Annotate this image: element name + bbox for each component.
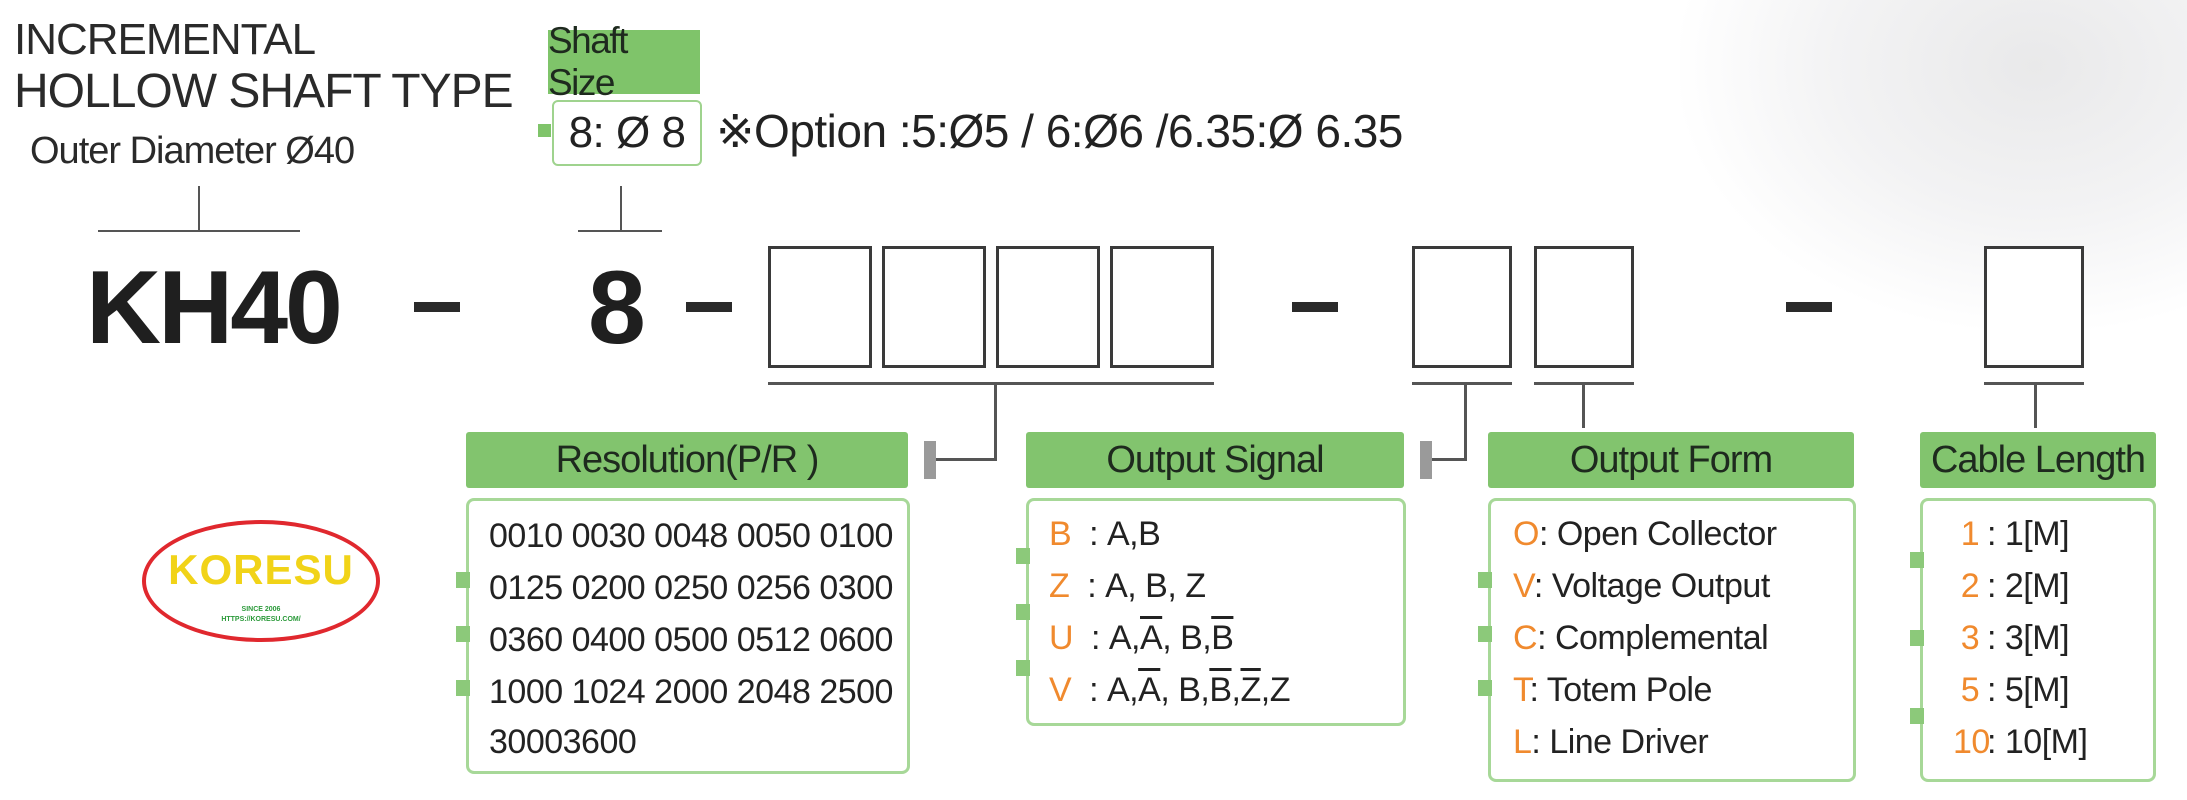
resolution-marker <box>456 572 470 588</box>
dash-1 <box>414 302 460 312</box>
model-shaft-code: 8 <box>588 250 646 366</box>
resolution-row: 0125 0200 0250 0256 0300 <box>489 569 893 607</box>
shaft-option-text: ※Option :5:Ø5 / 6:Ø6 /6.35:Ø 6.35 <box>716 105 1403 157</box>
cable-bracket <box>1984 382 2084 385</box>
dash-4 <box>1786 302 1832 312</box>
output-signal-header: Output Signal <box>1026 432 1404 488</box>
dash-2 <box>686 302 732 312</box>
signal-marker <box>1016 548 1030 564</box>
logo-since: SINCE 2006 <box>241 606 281 613</box>
resolution-bracket-stem <box>994 384 997 460</box>
resolution-marker <box>456 680 470 696</box>
logo-url: HTTPS://KORESU.COM/ <box>221 616 301 623</box>
resolution-row: 0010 0030 0048 0050 0100 <box>489 517 893 555</box>
signal-bracket-stem <box>1464 384 1467 460</box>
cable-length-box <box>1984 246 2084 368</box>
form-bracket <box>1534 382 1634 385</box>
output-signal-panel: B : A,B Z : A, B, Z U : A,A, B,B V : A,A… <box>1026 498 1406 726</box>
koresu-logo: KORESU SINCE 2006 HTTPS://KORESU.COM/ <box>142 520 380 642</box>
signal-bracket-foot <box>1432 458 1467 461</box>
cable-marker <box>1910 552 1924 568</box>
signal-row-z: Z : A, B, Z <box>1049 567 1206 605</box>
output-form-panel: O: Open Collector V: Voltage Output C: C… <box>1488 498 1856 782</box>
signal-row-u: U : A,A, B,B <box>1049 619 1234 657</box>
resolution-row: 30003600 <box>489 723 637 761</box>
resolution-bracket <box>768 382 1214 385</box>
title-line1: INCREMENTAL <box>14 15 316 64</box>
cable-marker <box>1910 708 1924 724</box>
shaft-marker <box>538 124 551 137</box>
cable-length-header: Cable Length <box>1920 432 2156 488</box>
output-form-header: Output Form <box>1488 432 1854 488</box>
series-connector-stem <box>198 186 200 232</box>
resolution-marker <box>456 626 470 642</box>
title-line3: Outer Diameter Ø40 <box>30 130 355 172</box>
cable-marker <box>1910 630 1924 646</box>
output-signal-box <box>1412 246 1512 368</box>
signal-row-b: B : A,B <box>1049 515 1161 553</box>
cable-row: 1: 1[M] <box>1960 515 2070 553</box>
resolution-bracket-foot <box>936 458 997 461</box>
form-marker <box>1478 626 1492 642</box>
resolution-header: Resolution(P/R ) <box>466 432 908 488</box>
cable-row: 10: 10[M] <box>1953 723 2088 761</box>
form-row-v: V: Voltage Output <box>1513 567 1770 605</box>
resolution-digit-box-1 <box>768 246 872 368</box>
resolution-row: 0360 0400 0500 0512 0600 <box>489 621 893 659</box>
signal-row-v: V : A,A, B,B,Z,Z <box>1049 671 1290 709</box>
resolution-digit-box-4 <box>1110 246 1214 368</box>
signal-marker <box>1016 604 1030 620</box>
resolution-panel: 0010 0030 0048 0050 0100 0125 0200 0250 … <box>466 498 910 774</box>
shaft-size-value: 8: Ø 8 <box>552 100 702 166</box>
dash-3 <box>1292 302 1338 312</box>
cable-row: 2: 2[M] <box>1960 567 2070 605</box>
form-marker <box>1478 680 1492 696</box>
shaft-size-label: Shaft Size <box>548 20 700 103</box>
form-marker <box>1478 572 1492 588</box>
cable-row: 5: 5[M] <box>1960 671 2070 709</box>
signal-bracket <box>1412 382 1512 385</box>
output-form-box <box>1534 246 1634 368</box>
model-series: KH40 <box>86 250 343 366</box>
form-row-c: C: Complemental <box>1513 619 1769 657</box>
title-line2: HOLLOW SHAFT TYPE <box>14 65 514 118</box>
resolution-digit-box-3 <box>996 246 1100 368</box>
form-row-t: T: Totem Pole <box>1513 671 1712 709</box>
signal-tab <box>1420 441 1432 479</box>
logo-name: KORESU <box>168 546 354 593</box>
form-bracket-stem <box>1582 384 1585 428</box>
resolution-digit-box-2 <box>882 246 986 368</box>
cable-length-panel: 1: 1[M] 2: 2[M] 3: 3[M] 5: 5[M] 10: 10[M… <box>1920 498 2156 782</box>
product-photo <box>1680 0 2187 330</box>
resolution-row: 1000 1024 2000 2048 2500 <box>489 673 893 711</box>
form-row-o: O: Open Collector <box>1513 515 1777 553</box>
shaft-connector-stem <box>620 186 622 232</box>
cable-bracket-stem <box>2034 384 2037 428</box>
cable-row: 3: 3[M] <box>1960 619 2070 657</box>
signal-marker <box>1016 660 1030 676</box>
form-row-l: L: Line Driver <box>1513 723 1709 761</box>
resolution-tab <box>924 441 936 479</box>
